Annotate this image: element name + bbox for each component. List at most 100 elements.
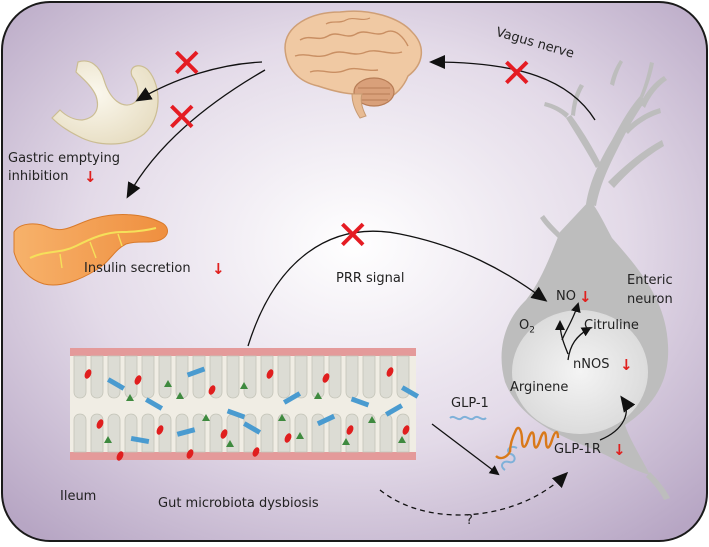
- label-prr-signal: PRR signal: [336, 271, 405, 286]
- microbe-green: [278, 414, 286, 421]
- villus-top: [328, 355, 342, 399]
- label-o2: O2: [519, 318, 535, 336]
- label-nnos: nNOS: [573, 357, 610, 372]
- microbe-red: [386, 367, 394, 377]
- microbe-blue: [350, 396, 370, 408]
- pancreas-icon: [13, 214, 168, 286]
- down-arrow-gastric: ↓: [84, 168, 97, 186]
- arrow-prr-signal: [247, 230, 548, 347]
- villus-top: [73, 355, 87, 399]
- villus-bottom: [158, 413, 172, 453]
- microbe-blue: [186, 366, 206, 378]
- pathway-arrows: [126, 55, 636, 516]
- brain-icon: [284, 10, 422, 119]
- microbe-green: [368, 416, 376, 423]
- label-glp1r: GLP-1R: [554, 442, 601, 457]
- microbe-red: [220, 429, 228, 439]
- villus-top: [294, 355, 308, 399]
- label-unknown-link: ?: [466, 513, 473, 528]
- microbe-blue: [130, 435, 150, 445]
- inhibition-cross-vagus: ✕: [500, 51, 534, 97]
- microbe-blue: [282, 391, 302, 405]
- microbe-green: [314, 392, 322, 399]
- microbe-red: [322, 373, 330, 383]
- villus-top: [345, 355, 359, 399]
- microbe-green: [342, 438, 350, 445]
- label-no: NO: [556, 289, 576, 304]
- villus-bottom: [124, 413, 138, 453]
- villus-top: [107, 355, 121, 399]
- arrow-to-o2: [555, 320, 569, 355]
- villus-top: [90, 355, 104, 399]
- villus-top: [243, 355, 257, 399]
- villus-bottom: [345, 413, 359, 453]
- glp1-peptide-bound: [501, 445, 518, 471]
- microbe-red: [208, 385, 216, 395]
- microbe-green: [398, 436, 406, 443]
- label-gastric-emptying: Gastric emptying: [8, 151, 120, 166]
- arrow-glp1: [431, 423, 500, 476]
- villus-top: [226, 355, 240, 399]
- microbe-red: [96, 419, 104, 429]
- label-o2-main: O: [519, 318, 530, 333]
- arrow-gut-to-glp1r-dashed: [379, 471, 569, 516]
- microbe-blue: [400, 385, 420, 399]
- arrow-arginene-to-citruline: [567, 327, 592, 361]
- microbe-green: [240, 382, 248, 389]
- microbe-red: [402, 425, 410, 435]
- inhibition-cross-stomach: ✕: [170, 41, 204, 87]
- microbe-blue: [226, 408, 246, 420]
- arrow-vagus-to-brain: [429, 55, 596, 121]
- villus-bottom: [209, 413, 223, 453]
- microbe-blue: [384, 403, 404, 417]
- microbe-blue: [106, 377, 126, 391]
- neuron-nucleus: [512, 310, 648, 434]
- microbe-green: [226, 440, 234, 447]
- down-arrow-glp1r: ↓: [613, 441, 626, 459]
- microbe-green: [202, 414, 210, 421]
- microbe-green: [164, 380, 172, 387]
- villus-top: [124, 355, 138, 399]
- glp1r-receptor-icon: [495, 426, 560, 460]
- microbe-blue: [176, 427, 196, 437]
- inhibition-cross-pancreas: ✕: [165, 95, 199, 141]
- microbe-green: [296, 432, 304, 439]
- villus-bottom: [73, 413, 87, 453]
- label-citruline: Citruline: [584, 318, 639, 333]
- microbe-blue: [242, 421, 262, 435]
- microbe-red: [84, 369, 92, 379]
- label-o2-sub: 2: [529, 325, 535, 336]
- villus-top: [277, 355, 291, 399]
- label-neuron: neuron: [627, 292, 673, 307]
- villus-bottom: [379, 413, 393, 453]
- villus-top: [158, 355, 172, 399]
- villus-top: [141, 355, 155, 399]
- villus-bottom: [141, 413, 155, 453]
- down-arrow-no: ↓: [579, 288, 592, 306]
- label-gastric-inhibition: inhibition: [8, 169, 69, 184]
- microbe-red: [156, 425, 164, 435]
- villus-bottom: [294, 413, 308, 453]
- microbe-red: [266, 369, 274, 379]
- arrow-brain-to-pancreas: [126, 69, 266, 199]
- glp1-peptide: [449, 415, 487, 421]
- microbe-blue: [316, 413, 336, 427]
- villus-bottom: [362, 413, 376, 453]
- microbe-green: [176, 392, 184, 399]
- microbe-green: [126, 394, 134, 401]
- arrow-brain-to-stomach: [135, 61, 263, 102]
- villus-bottom: [107, 413, 121, 453]
- down-arrow-nnos: ↓: [620, 356, 633, 374]
- arrow-to-no: [561, 302, 581, 341]
- microbe-blue: [144, 397, 164, 411]
- villus-top: [192, 355, 206, 399]
- inhibition-cross-prr: ✕: [336, 213, 370, 259]
- villus-top: [175, 355, 189, 399]
- label-ileum: Ileum: [60, 489, 97, 504]
- villus-bottom: [260, 413, 274, 453]
- microbe-red: [134, 375, 142, 385]
- microbe-red: [284, 433, 292, 443]
- arrow-glp1r-to-nnos: [599, 395, 636, 441]
